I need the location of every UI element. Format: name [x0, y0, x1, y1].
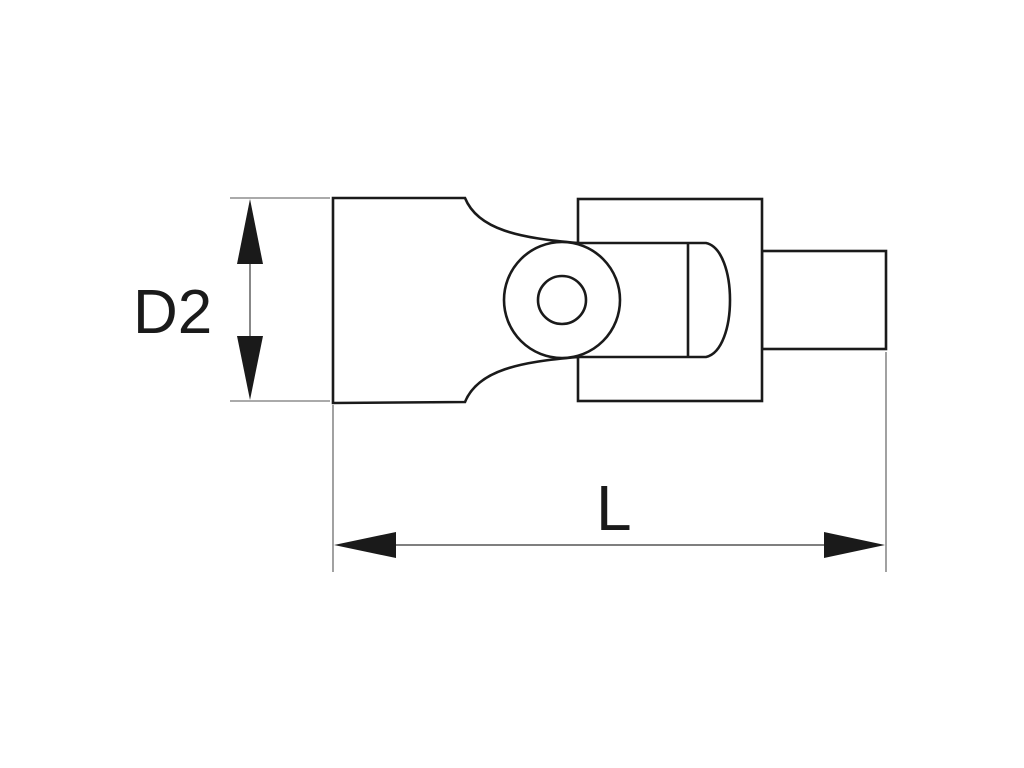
l-arrowhead-right	[824, 532, 885, 558]
extension-lines	[230, 197, 887, 572]
l-arrowhead-left	[334, 532, 396, 558]
d2-label: D2	[133, 278, 212, 347]
d2-arrowhead-down	[237, 336, 263, 400]
pivot-hole	[536, 274, 588, 326]
part-outline	[331, 196, 888, 405]
l-dimension: L	[334, 472, 885, 558]
d2-arrowhead-up	[237, 199, 263, 264]
l-label: L	[596, 472, 632, 544]
square-drive	[760, 249, 888, 351]
d2-dimension: D2	[133, 199, 263, 400]
